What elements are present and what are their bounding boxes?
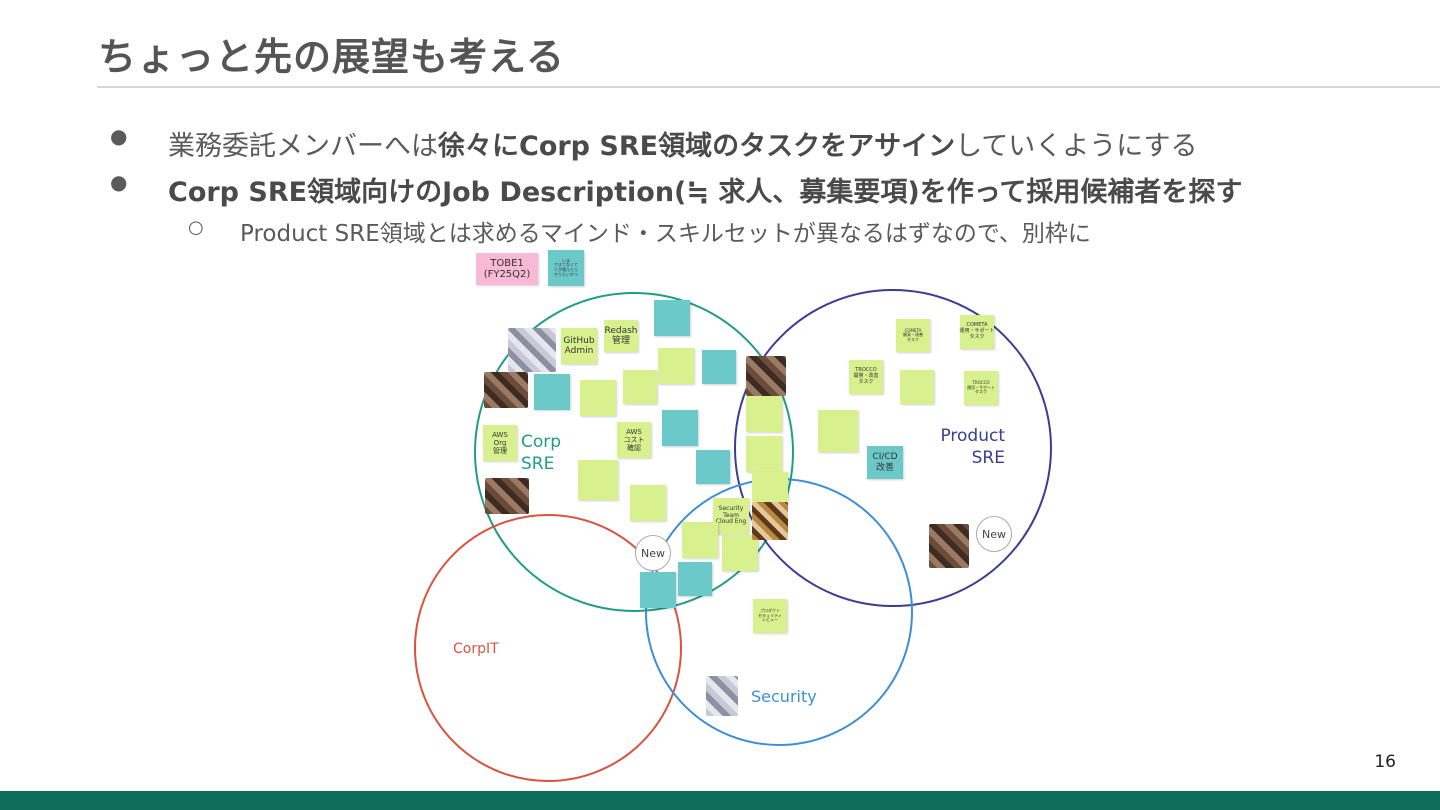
avatar <box>746 356 786 396</box>
cometa-ops-note: COMETA 運用・サポート タスク <box>960 315 995 349</box>
avatar <box>706 676 738 716</box>
github-admin-note: GitHub Admin <box>561 328 597 364</box>
blurred-note <box>818 410 858 452</box>
tobe1-note: TOBE1 (FY25Q2) <box>476 253 538 285</box>
page-number: 16 <box>1374 752 1396 772</box>
blurred-note <box>722 535 758 571</box>
bullet-dot: ● <box>110 124 128 148</box>
avatar <box>752 502 788 540</box>
slide-title: ちょっと先の展望も考える <box>98 35 565 79</box>
footer-bar <box>0 791 1440 810</box>
blurred-note <box>630 485 666 521</box>
product-sre-label: Product SRE <box>940 426 1005 469</box>
blurred-note <box>640 572 676 608</box>
avatar <box>929 524 969 568</box>
aws-cost-note: AWS コスト 確認 <box>617 422 651 458</box>
avatar <box>485 478 529 514</box>
ima-note: いま できてなくて 人が増えたら やりたいやつ <box>548 250 584 286</box>
corp-sre-label: Corp SRE <box>521 432 562 475</box>
bullet-2-text: Corp SRE領域向けのJob Description(≒ 求人、募集要項)を… <box>168 177 1243 208</box>
new-badge: New <box>635 535 671 571</box>
blurred-note <box>696 450 730 484</box>
blurred-note <box>678 562 712 596</box>
new-badge: New <box>976 516 1012 552</box>
cometa-dev-note: COMETA 開発・改善 タスク <box>896 319 930 352</box>
blurred-note <box>654 300 690 336</box>
aws-org-note: AWS Org 管理 <box>483 425 517 461</box>
blurred-note <box>578 460 618 500</box>
blurred-note <box>900 370 934 404</box>
blurred-note <box>623 370 657 404</box>
blurred-note <box>658 348 694 384</box>
security-label: Security <box>751 687 817 706</box>
blurred-note <box>702 350 736 384</box>
blurred-note <box>752 472 788 502</box>
bullet-1-text-strong: 徐々にCorp SRE領域のタスクをアサイン <box>438 131 956 162</box>
security-team-note: Security Team Cloud Eng <box>713 498 749 534</box>
avatar <box>484 372 528 408</box>
blurred-note <box>746 396 782 432</box>
blurred-note <box>682 522 718 558</box>
bullet-1-text-pre: 業務委託メンバーへは <box>168 131 438 162</box>
bullet-3-text: Product SRE領域とは求めるマインド・スキルセットが異なるはずなので、別… <box>240 221 1091 247</box>
trocco-dev-note: TROCCO 開発・改善 タスク <box>849 360 883 394</box>
redash-note: Redash 管理 <box>604 320 638 352</box>
blurred-note <box>662 410 698 446</box>
bullet-dot: ● <box>110 170 128 194</box>
title-divider <box>97 86 1440 88</box>
trocco-ops-note: TROCCO 運用・サポート タスク <box>964 371 998 405</box>
bullet-1-text-post: していくようにする <box>955 131 1198 162</box>
corpit-label: CorpIT <box>453 641 499 657</box>
avatar <box>508 328 556 372</box>
blurred-note <box>746 436 782 472</box>
blurred-note <box>580 380 616 416</box>
product-security-note: プロダクト セキュリティ レビュー <box>753 599 787 633</box>
cicd-note: CI/CD 改善 <box>867 446 903 479</box>
blurred-note <box>534 374 570 410</box>
sub-bullet-dot: ○ <box>188 217 204 238</box>
